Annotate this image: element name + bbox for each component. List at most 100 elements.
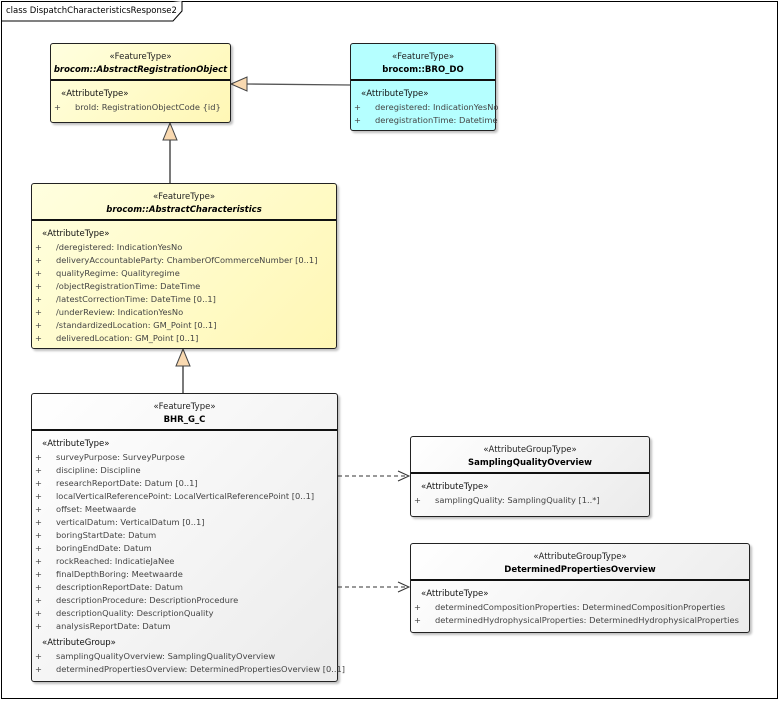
attribute[interactable]: +verticalDatum: VerticalDatum [0..1] — [32, 516, 337, 529]
attribute-text: rockReached: IndicatieJaNee — [56, 556, 175, 566]
attribute-group-label: «AttributeType» — [42, 439, 110, 449]
class-header: «FeatureType» brocom::BRO_DO — [351, 44, 495, 81]
class-name: DeterminedPropertiesOverview — [504, 565, 656, 575]
public-visibility-icon: + — [35, 595, 42, 605]
public-visibility-icon: + — [35, 333, 42, 343]
public-visibility-icon: + — [35, 530, 42, 540]
attribute[interactable]: +determinedHydrophysicalProperties: Dete… — [411, 614, 749, 627]
attribute-group-label: «AttributeType» — [421, 589, 489, 599]
class-sampling-quality-overview[interactable]: «AttributeGroupType» SamplingQualityOver… — [410, 436, 650, 517]
attribute[interactable]: +discipline: Discipline — [32, 464, 337, 477]
public-visibility-icon: + — [35, 543, 42, 553]
generalization-arrow — [162, 121, 178, 141]
stereotype: «AttributeGroupType» — [483, 445, 577, 455]
attribute[interactable]: + deliveredLocation: GM_Point [0..1] — [32, 332, 336, 345]
attribute[interactable]: +/deregistered: IndicationYesNo — [32, 241, 336, 254]
attribute[interactable]: +descriptionReportDate: Datum — [32, 581, 337, 594]
class-bhr-g-c[interactable]: «FeatureType» BHR_G_C«AttributeType»+sur… — [31, 393, 345, 682]
attribute[interactable]: + offset: Meetwaarde — [32, 503, 337, 516]
attribute-text: /latestCorrectionTime: DateTime [0..1] — [56, 294, 216, 304]
attribute-text: deliveryAccountableParty: ChamberOfComme… — [56, 255, 318, 265]
public-visibility-icon: + — [35, 255, 42, 265]
attribute-group-label: «AttributeType» — [42, 229, 110, 239]
public-visibility-icon: + — [35, 294, 42, 304]
public-visibility-icon: + — [35, 651, 42, 661]
attribute[interactable]: + determinedPropertiesOverview: Determine… — [32, 663, 345, 676]
attribute-text: localVerticalReferencePoint: LocalVertic… — [56, 491, 315, 501]
attribute[interactable]: +broId: RegistrationObjectCode {id} — [51, 101, 230, 114]
class-header: «AttributeGroupType» SamplingQualityOver… — [411, 437, 649, 474]
public-visibility-icon: + — [354, 115, 361, 125]
class-header: «AttributeGroupType» DeterminedPropertie… — [411, 544, 749, 581]
attribute-text: offset: Meetwaarde — [56, 504, 137, 514]
attribute[interactable]: +deregistrationTime: Datetime — [351, 114, 498, 127]
attribute-text: /standardizedLocation: GM_Point [0..1] — [56, 320, 217, 330]
attribute[interactable]: + deregistered: IndicationYesNo — [351, 101, 499, 114]
class-header: «FeatureType» BHR_G_C — [32, 394, 337, 431]
attribute[interactable]: + deliveryAccountableParty: ChamberOfComm… — [32, 254, 336, 267]
stereotype: «FeatureType» — [109, 52, 172, 62]
attribute[interactable]: +localVerticalReferencePoint: LocalVerti… — [32, 490, 337, 503]
attribute-text: qualityRegime: Qualityregime — [56, 268, 180, 278]
attribute-text: analysisReportDate: Datum — [56, 621, 171, 631]
attribute[interactable]: +determinedCompositionProperties: Determ… — [411, 601, 749, 614]
attribute[interactable]: +qualityRegime: Qualityregime — [32, 267, 336, 280]
attribute[interactable]: +surveyPurpose: SurveyPurpose — [32, 451, 337, 464]
dependency-arrow — [397, 581, 411, 593]
stereotype: «FeatureType» — [152, 192, 216, 202]
attribute[interactable]: +/standardizedLocation: GM_Point [0..1] — [32, 319, 336, 332]
public-visibility-icon: + — [54, 102, 61, 112]
public-visibility-icon: + — [35, 242, 42, 252]
class-name: brocom::BRO_DO — [382, 65, 464, 75]
attribute-text: descriptionQuality: DescriptionQuality — [56, 608, 214, 618]
class-determined-properties-overview[interactable]: «AttributeGroupType» DeterminedPropertie… — [410, 543, 750, 633]
class-bro-do[interactable]: «FeatureType» brocom::BRO_DO«AttributeTy… — [350, 43, 499, 131]
dependency-arrow — [397, 470, 411, 482]
attribute[interactable]: +/underReview: IndicationYesNo — [32, 306, 336, 319]
generalization-arrow — [175, 347, 191, 367]
public-visibility-icon: + — [35, 621, 42, 631]
attribute[interactable]: + analysisReportDate: Datum — [32, 620, 337, 633]
attribute-text: samplingQuality: SamplingQuality [1..*] — [435, 495, 600, 505]
attribute[interactable]: +boringEndDate: Datum — [32, 542, 337, 555]
public-visibility-icon: + — [414, 602, 421, 612]
class-name: brocom::AbstractRegistrationObject — [53, 65, 228, 75]
public-visibility-icon: + — [354, 102, 361, 112]
attribute-text: samplingQualityOverview: SamplingQuality… — [56, 651, 276, 661]
attribute[interactable]: + researchReportDate: Datum [0..1] — [32, 477, 337, 490]
class-name: BHR_G_C — [163, 415, 206, 425]
attribute[interactable]: + descriptionProcedure: DescriptionProced… — [32, 594, 337, 607]
attribute-group-label: «AttributeGroup» — [42, 638, 116, 648]
attribute[interactable]: + /latestCorrectionTime: DateTime [0..1] — [32, 293, 336, 306]
public-visibility-icon: + — [35, 664, 42, 674]
attribute-group-label: «AttributeType» — [61, 89, 129, 99]
attribute-text: discipline: Discipline — [56, 465, 141, 475]
stereotype: «AttributeGroupType» — [533, 552, 627, 562]
public-visibility-icon: + — [35, 478, 42, 488]
attribute-text: deregistered: IndicationYesNo — [375, 102, 499, 112]
public-visibility-icon: + — [35, 504, 42, 514]
attribute[interactable]: +samplingQuality: SamplingQuality [1..*] — [411, 494, 649, 507]
attribute-text: descriptionProcedure: DescriptionProcedu… — [56, 595, 239, 605]
attribute-text: researchReportDate: Datum [0..1] — [56, 478, 198, 488]
attribute-group-label: «AttributeType» — [361, 89, 429, 99]
attributes-compartment: «AttributeType»+surveyPurpose: SurveyPur… — [32, 431, 345, 676]
class-abstract-registration-object[interactable]: «FeatureType» brocom::AbstractRegistrati… — [50, 43, 231, 123]
attribute-text: /underReview: IndicationYesNo — [56, 307, 184, 317]
attribute[interactable]: +descriptionQuality: DescriptionQuality — [32, 607, 337, 620]
attribute[interactable]: +finalDepthBoring: Meetwaarde — [32, 568, 337, 581]
class-abstract-characteristics[interactable]: «FeatureType» brocom::AbstractCharacteri… — [31, 183, 337, 349]
attribute[interactable]: +/objectRegistrationTime: DateTime — [32, 280, 336, 293]
attribute[interactable]: +boringStartDate: Datum — [32, 529, 337, 542]
attribute-text: determinedHydrophysicalProperties: Deter… — [435, 615, 739, 625]
attribute-text: surveyPurpose: SurveyPurpose — [56, 452, 185, 462]
attribute[interactable]: + samplingQualityOverview: SamplingQualit… — [32, 650, 337, 663]
class-name: brocom::AbstractCharacteristics — [106, 205, 262, 215]
stereotype: «FeatureType» — [391, 52, 455, 62]
class-header: «FeatureType» brocom::AbstractRegistrati… — [51, 44, 230, 81]
attribute-text: determinedPropertiesOverview: Determined… — [56, 664, 346, 674]
generalization-line — [245, 83, 351, 86]
attribute-text: deliveredLocation: GM_Point [0..1] — [56, 333, 199, 343]
attribute[interactable]: +rockReached: IndicatieJaNee — [32, 555, 337, 568]
